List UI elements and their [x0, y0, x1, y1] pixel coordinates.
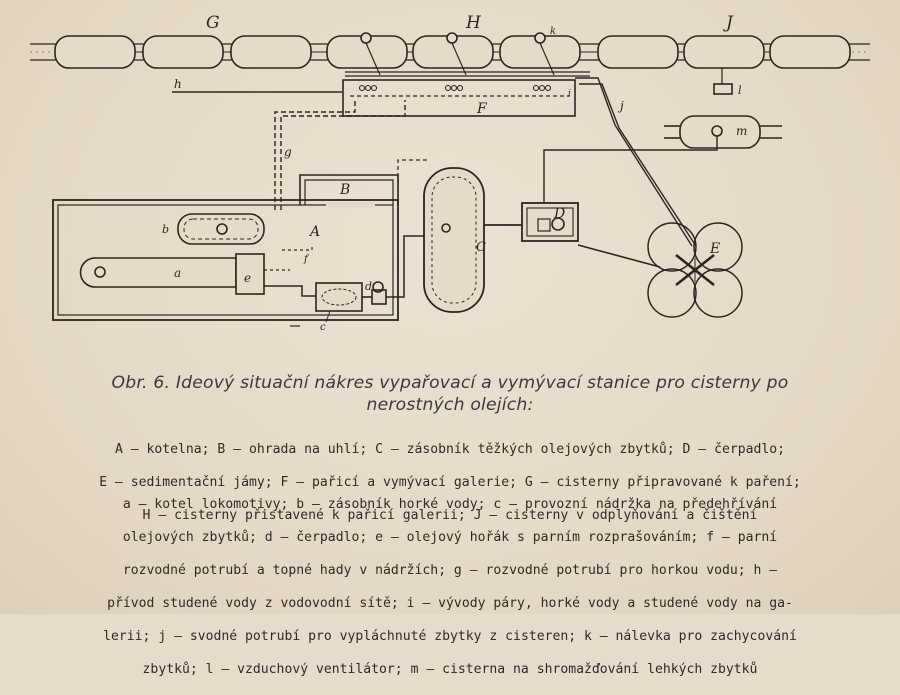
steam-gallery	[342, 79, 576, 117]
label-e: e	[244, 271, 251, 285]
sedimentation-pits	[647, 222, 743, 318]
dome-icon	[446, 32, 458, 44]
label-d: d	[365, 280, 372, 293]
tank-car	[683, 35, 765, 69]
caption-line: Obr. 6. Ideový situační nákres vypařovac…	[111, 373, 789, 393]
legend-line: lerii; j — svodné potrubí pro vypláchnut…	[103, 628, 797, 644]
label-m: m	[736, 124, 747, 138]
label-c: c	[320, 322, 326, 333]
legend-line: zbytků; l — vzduchový ventilátor; m — ci…	[142, 661, 758, 677]
caption-line: nerostných olejích:	[366, 395, 534, 415]
oil-burner	[235, 253, 265, 295]
label-h: h	[174, 77, 182, 91]
station-diagram: G H J k l m h j i F g B A b a f e d c C …	[30, 13, 870, 333]
tank-car	[597, 35, 679, 69]
label-H: H	[465, 13, 482, 33]
label-l: l	[738, 84, 742, 97]
preheat-tank	[315, 282, 363, 312]
dome-icon	[360, 32, 372, 44]
legend-line: a — kotel lokomotivy; b — zásobník horké…	[122, 496, 778, 512]
label-i: i	[568, 89, 571, 99]
legend-lower: a — kotel lokomotivy; b — zásobník horké…	[12, 480, 888, 695]
legend-line: A — kotelna; B — ohrada na uhlí; C — zás…	[114, 441, 786, 457]
label-k: k	[550, 26, 556, 37]
tank-car	[142, 35, 224, 69]
label-j: j	[617, 99, 624, 113]
tank-car	[54, 35, 136, 69]
tank-car	[769, 35, 851, 69]
dome-icon	[534, 32, 546, 44]
legend-line: olejových zbytků; d — čerpadlo; e — olej…	[122, 529, 778, 545]
label-C: C	[476, 240, 486, 255]
page: G H J k l m h j i F g B A b a f e d c C …	[0, 0, 900, 677]
label-f: f	[303, 254, 310, 265]
legend-line: přívod studené vody z vodovodní sítě; i …	[107, 595, 793, 611]
legend-line: H — cisterny přistavené k pařicí galerii…	[142, 507, 758, 523]
label-g: g	[284, 145, 292, 159]
label-B: B	[339, 182, 350, 198]
label-F: F	[476, 101, 488, 117]
figure-caption: Obr. 6. Ideový situační nákres vypařovac…	[20, 372, 880, 416]
ventilator-icon	[713, 83, 733, 95]
label-J: J	[723, 13, 734, 33]
label-a: a	[174, 266, 181, 280]
heavy-residue-tank	[423, 167, 485, 313]
locomotive-boiler	[79, 257, 237, 288]
hot-water-tank	[177, 213, 265, 245]
legend-upper: A — kotelna; B — ohrada na uhlí; C — zás…	[12, 425, 888, 541]
tank-car	[230, 35, 312, 69]
label-E: E	[709, 241, 720, 257]
label-b: b	[162, 223, 169, 236]
label-G: G	[206, 13, 220, 33]
legend-line: rozvodné potrubí a topné hady v nádržích…	[122, 562, 778, 578]
label-D: D	[553, 206, 565, 222]
legend-line: E — sedimentační jámy; F — pařicí a vymý…	[99, 474, 801, 490]
label-A: A	[308, 224, 320, 240]
